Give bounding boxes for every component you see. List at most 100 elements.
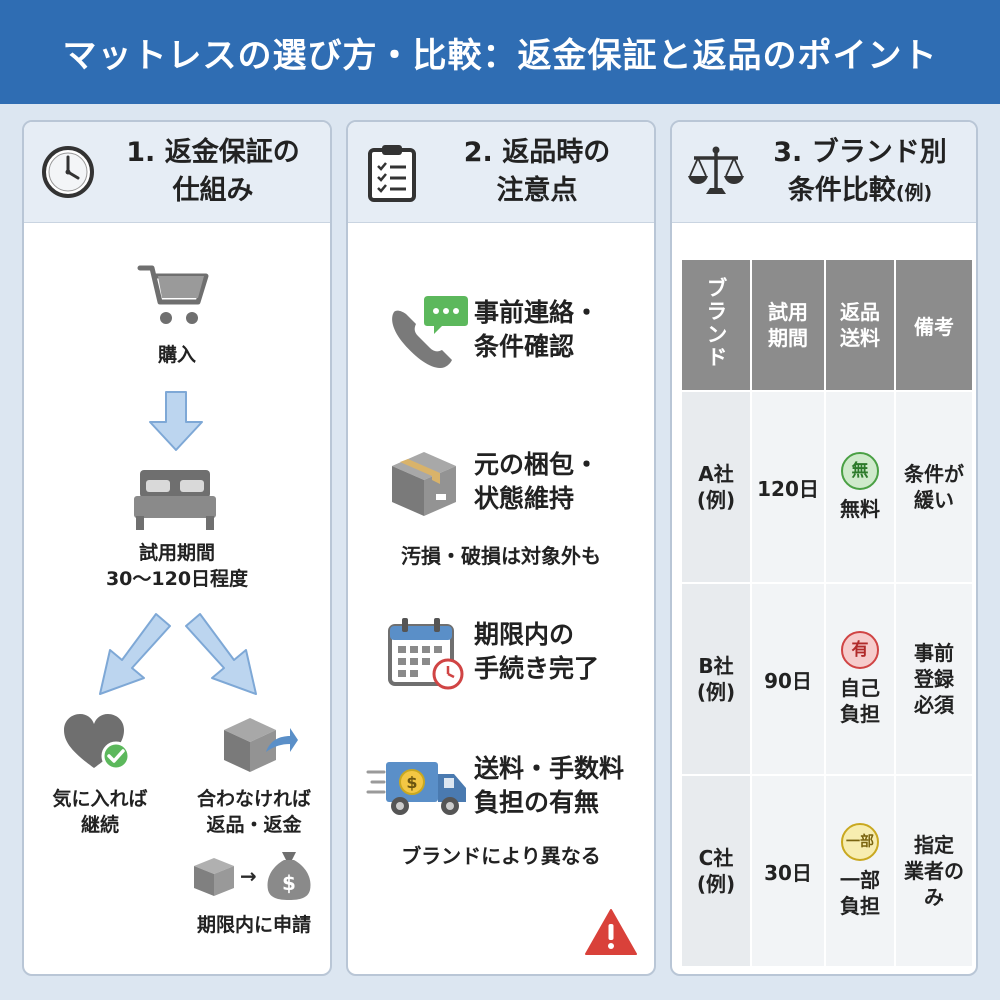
phone-chat-icon (392, 296, 468, 368)
notice-item-line1: 元の梱包・ (474, 450, 600, 479)
notice-item-line2: 負担の有無 (474, 788, 600, 817)
trial-value: 30日 (764, 860, 812, 885)
panel-title-line1: 2. 返品時の (463, 137, 611, 168)
fee-cell: 一部一部負担 (824, 774, 896, 968)
keep-line2: 継続 (80, 814, 119, 836)
header-text-line1: 返品 (840, 300, 880, 324)
trial-value: 120日 (757, 476, 819, 501)
column-header-return-fee: 返品送料 (824, 258, 896, 392)
panel-header: 1. 返金保証の 仕組み (24, 122, 330, 223)
heart-check-icon (64, 714, 131, 771)
fee-badge: 無 (841, 452, 879, 490)
notice-item-title: 送料・手数料 負担の有無 (474, 752, 624, 820)
notice-item-title: 期限内の 手続き完了 (474, 618, 599, 686)
brand-cell: B社(例) (680, 582, 752, 776)
brand-name: B社 (698, 654, 734, 678)
note-line2: 業者の (904, 859, 964, 883)
table-row: C社(例) 30日 一部一部負担 指定業者のみ (680, 774, 974, 968)
brand-cell: A社(例) (680, 390, 752, 584)
panel-title-line1: 1. 返金保証の (126, 137, 300, 168)
note-line1: 条件が (904, 462, 964, 486)
balance-scale-icon (688, 146, 744, 194)
fee-cell: 有自己負担 (824, 582, 896, 776)
note-cell: 条件が緩い (894, 390, 974, 584)
brand-suffix: (例) (696, 872, 736, 896)
purchase-label: 購入 (157, 344, 196, 366)
notice-item-title: 元の梱包・ 状態維持 (474, 448, 599, 516)
column-header-brand: ブランド (680, 258, 752, 392)
trial-period-line1: 試用期間 (138, 542, 215, 564)
panel-title: 3. ブランド別 条件比較(例) (750, 134, 970, 212)
fee-line1: 自己 (840, 676, 880, 700)
brand-comparison-table: ブランド 試用期間 返品送料 備考 A社(例) 120日 無無料 条件が緩い B… (680, 258, 974, 968)
down-left-arrow-icon (99, 613, 171, 695)
notice-item-line1: 期限内の (474, 620, 575, 649)
panel-title-text: 条件比較 (787, 175, 896, 206)
box-return-icon (224, 718, 298, 772)
note-line3: み (924, 885, 944, 909)
notice-item-line1: 送料・手数料 (474, 754, 625, 783)
column-header-note: 備考 (894, 258, 974, 392)
notice-item-title: 事前連絡・ 条件確認 (474, 296, 599, 364)
trial-period-line2: 30〜120日程度 (105, 568, 249, 590)
table-row: B社(例) 90日 有自己負担 事前登録必須 (680, 582, 974, 776)
down-right-arrow-icon (185, 613, 257, 695)
panel-title-line1: 3. ブランド別 (773, 137, 947, 168)
panel-title: 1. 返金保証の 仕組み (102, 134, 324, 210)
fee-line1: 一部 (840, 868, 880, 892)
clipboard-checklist-icon (368, 145, 416, 202)
trial-value: 90日 (764, 668, 812, 693)
note-line2: 緩い (914, 488, 954, 512)
svg-text:$: $ (406, 773, 417, 792)
note-cell: 指定業者のみ (894, 774, 974, 968)
calendar-clock-icon (388, 618, 464, 690)
panel-header: 3. ブランド別 条件比較(例) (672, 122, 976, 223)
delivery-truck-icon: $ (366, 762, 466, 815)
package-icon (392, 452, 456, 516)
note-line3: 必須 (914, 693, 954, 717)
down-arrow-icon (149, 391, 203, 451)
fee-line1: 無料 (840, 497, 880, 521)
panel-title-line2: 条件比較(例) (750, 172, 970, 212)
panel-header: 2. 返品時の 注意点 (348, 122, 654, 223)
fee-line2: 負担 (840, 894, 880, 918)
keep-line1: 気に入れば (52, 788, 148, 810)
clock-icon (42, 146, 94, 198)
brand-name: A社 (698, 462, 734, 486)
fee-line2: 負担 (840, 702, 880, 726)
bed-icon (134, 470, 216, 530)
brand-cell: C社(例) (680, 774, 752, 968)
notice-item-subtext: 汚損・破損は対象外も (401, 544, 601, 568)
return-label: 合わなければ 返品・返金 (174, 786, 330, 838)
note-cell: 事前登録必須 (894, 582, 974, 776)
money-bag-icon: $ (267, 852, 311, 900)
fee-badge: 一部 (841, 823, 879, 861)
panel-brand-comparison: 3. ブランド別 条件比較(例) ブランド 試用期間 返品送料 備考 A社(例)… (670, 120, 978, 976)
table-header-row: ブランド 試用期間 返品送料 備考 (680, 258, 974, 392)
notice-item-line2: 状態維持 (474, 484, 575, 513)
svg-text:$: $ (282, 871, 296, 895)
fee-cell: 無無料 (824, 390, 896, 584)
panel-title-line2: 仕組み (172, 175, 254, 206)
table-row: A社(例) 120日 無無料 条件が緩い (680, 390, 974, 584)
brand-name: C社 (698, 846, 734, 870)
warning-icon (585, 909, 637, 955)
header-text-line1: 試用 (768, 300, 808, 324)
notice-item-subtext: ブランドにより異なる (401, 844, 601, 868)
keep-label: 気に入れば 継続 (28, 786, 172, 838)
cart-icon (137, 265, 209, 324)
trial-period-label: 試用期間 30〜120日程度 (24, 540, 330, 592)
trial-cell: 120日 (750, 390, 826, 584)
right-arrow-icon: → (240, 864, 257, 888)
note-line1: 事前 (914, 641, 954, 665)
trial-cell: 30日 (750, 774, 826, 968)
fee-badge: 有 (841, 631, 879, 669)
notice-item-line2: 条件確認 (474, 332, 575, 361)
panel-title-line2: 注意点 (496, 175, 578, 206)
header-text-line2: 期間 (768, 326, 808, 350)
return-line2: 返品・返金 (206, 814, 302, 836)
note-line2: 登録 (914, 667, 954, 691)
notice-item-line2: 手続き完了 (474, 654, 600, 683)
header-text: 備考 (914, 314, 954, 339)
panel-title-suffix: (例) (895, 182, 933, 204)
